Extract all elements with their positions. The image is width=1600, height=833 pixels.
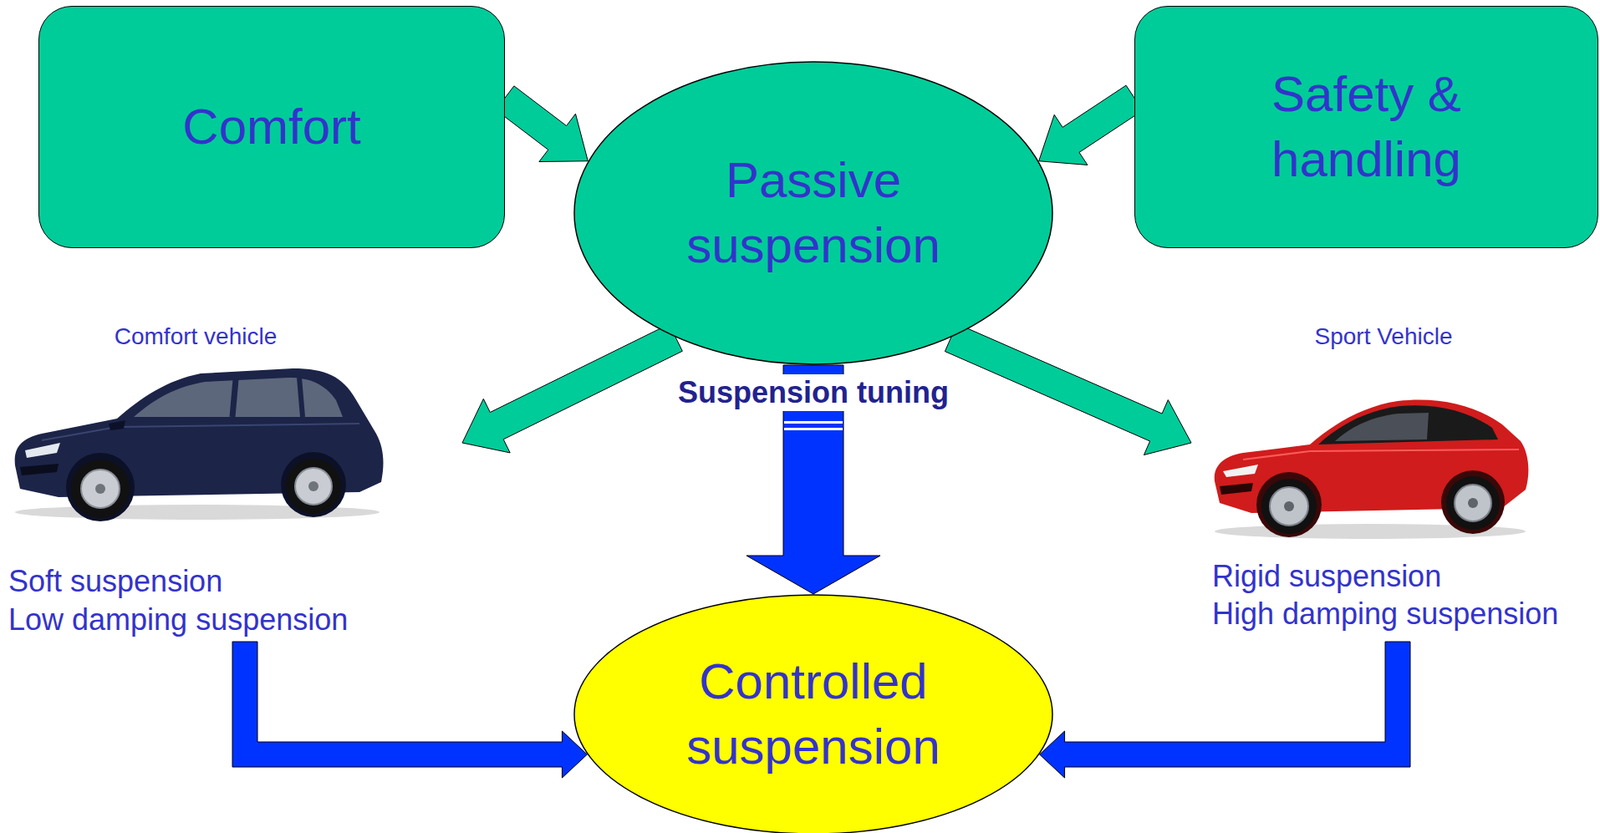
- input-box: Comfort: [38, 5, 505, 249]
- car-grille: [1219, 483, 1254, 495]
- comfort-car: [15, 368, 384, 522]
- car-crease: [1243, 449, 1519, 460]
- arrow-stripe: [784, 421, 843, 424]
- tuning-label: Suspension tuning: [672, 374, 954, 411]
- vehicle-group: Comfort vehicleSoft suspensionLow dampin…: [6, 324, 463, 643]
- connector-group: [1039, 85, 1143, 165]
- car-pillar: [232, 379, 236, 418]
- controlled-ellipse: Controlled suspension: [573, 594, 1054, 833]
- vehicle-property: High damping suspension: [1212, 596, 1559, 632]
- connector-group: [1039, 642, 1411, 779]
- label-anchor: Suspension tuning: [672, 374, 954, 411]
- wheel-arch: [1441, 470, 1505, 535]
- tyre: [285, 458, 342, 515]
- tyre: [1446, 476, 1500, 530]
- hub: [308, 481, 319, 492]
- hub: [95, 484, 106, 495]
- node-title: Comfort: [182, 94, 361, 160]
- car-mirror: [108, 420, 126, 431]
- rim: [1454, 484, 1492, 522]
- vehicle-property: Soft suspension: [8, 564, 223, 600]
- vehicle-heading: Sport Vehicle: [1191, 324, 1576, 350]
- connector-group: [232, 642, 587, 779]
- block-arrow: [1039, 642, 1411, 779]
- connector-group: [462, 324, 683, 454]
- block-arrow: [1039, 85, 1143, 165]
- connector-group: [495, 86, 588, 163]
- wheel-arch: [1256, 472, 1322, 538]
- block-arrow: [944, 324, 1192, 456]
- car-headlight: [25, 443, 61, 459]
- node-title: Passive suspension: [671, 147, 956, 279]
- rim: [295, 468, 332, 505]
- block-arrow: [462, 324, 683, 454]
- car-headlight: [1222, 464, 1259, 478]
- wheel-arch: [280, 452, 347, 518]
- tyre: [71, 459, 130, 519]
- hub: [1284, 501, 1295, 512]
- ellipse-shape: [574, 595, 1053, 833]
- car-grille: [20, 463, 59, 476]
- passive-ellipse: Passive suspension: [573, 61, 1054, 366]
- ellipse-shape: [574, 61, 1053, 365]
- hub: [1467, 498, 1478, 509]
- ellipse-outline: [573, 594, 1054, 833]
- car-pillar: [299, 377, 303, 418]
- sport-car: [1214, 399, 1529, 540]
- vehicle-heading: Comfort vehicle: [6, 324, 385, 350]
- rim: [1269, 487, 1309, 526]
- rim: [81, 469, 120, 509]
- tyre: [1261, 478, 1317, 535]
- car-crease: [41, 423, 360, 441]
- node-title: Safety & handling: [1241, 61, 1493, 193]
- vehicle-property: Rigid suspension: [1212, 559, 1442, 595]
- arrow-stripe: [784, 428, 843, 431]
- wheel-arch: [66, 453, 135, 522]
- block-arrow: [232, 642, 587, 779]
- block-arrow: [495, 86, 588, 163]
- connector-group: [944, 324, 1192, 456]
- input-box: Safety & handling: [1134, 5, 1599, 249]
- car-window: [1335, 412, 1429, 442]
- node-title: Controlled suspension: [671, 649, 956, 780]
- car-roof: [1318, 405, 1499, 445]
- vehicle-property: Low damping suspension: [8, 602, 348, 638]
- vehicle-group: Sport VehicleRigid suspensionHigh dampin…: [1191, 324, 1599, 643]
- car-window: [133, 377, 343, 418]
- ellipse-outline: [573, 61, 1054, 366]
